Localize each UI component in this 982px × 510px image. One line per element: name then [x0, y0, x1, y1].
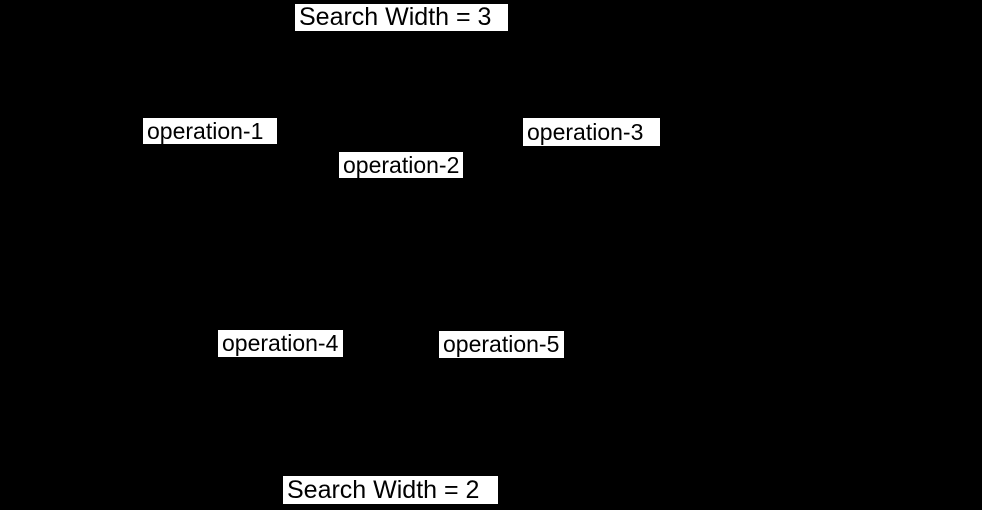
node-label-operation-5: operation-5 — [439, 331, 564, 358]
search-width-bottom-banner: Search Width = 2 — [283, 476, 498, 504]
node-label-operation-2: operation-2 — [339, 152, 463, 178]
node-label-operation-1: operation-1 — [143, 118, 277, 144]
node-label-operation-4: operation-4 — [218, 330, 343, 357]
search-width-top-banner: Search Width = 3 — [295, 4, 508, 31]
node-label-operation-3: operation-3 — [523, 118, 660, 146]
